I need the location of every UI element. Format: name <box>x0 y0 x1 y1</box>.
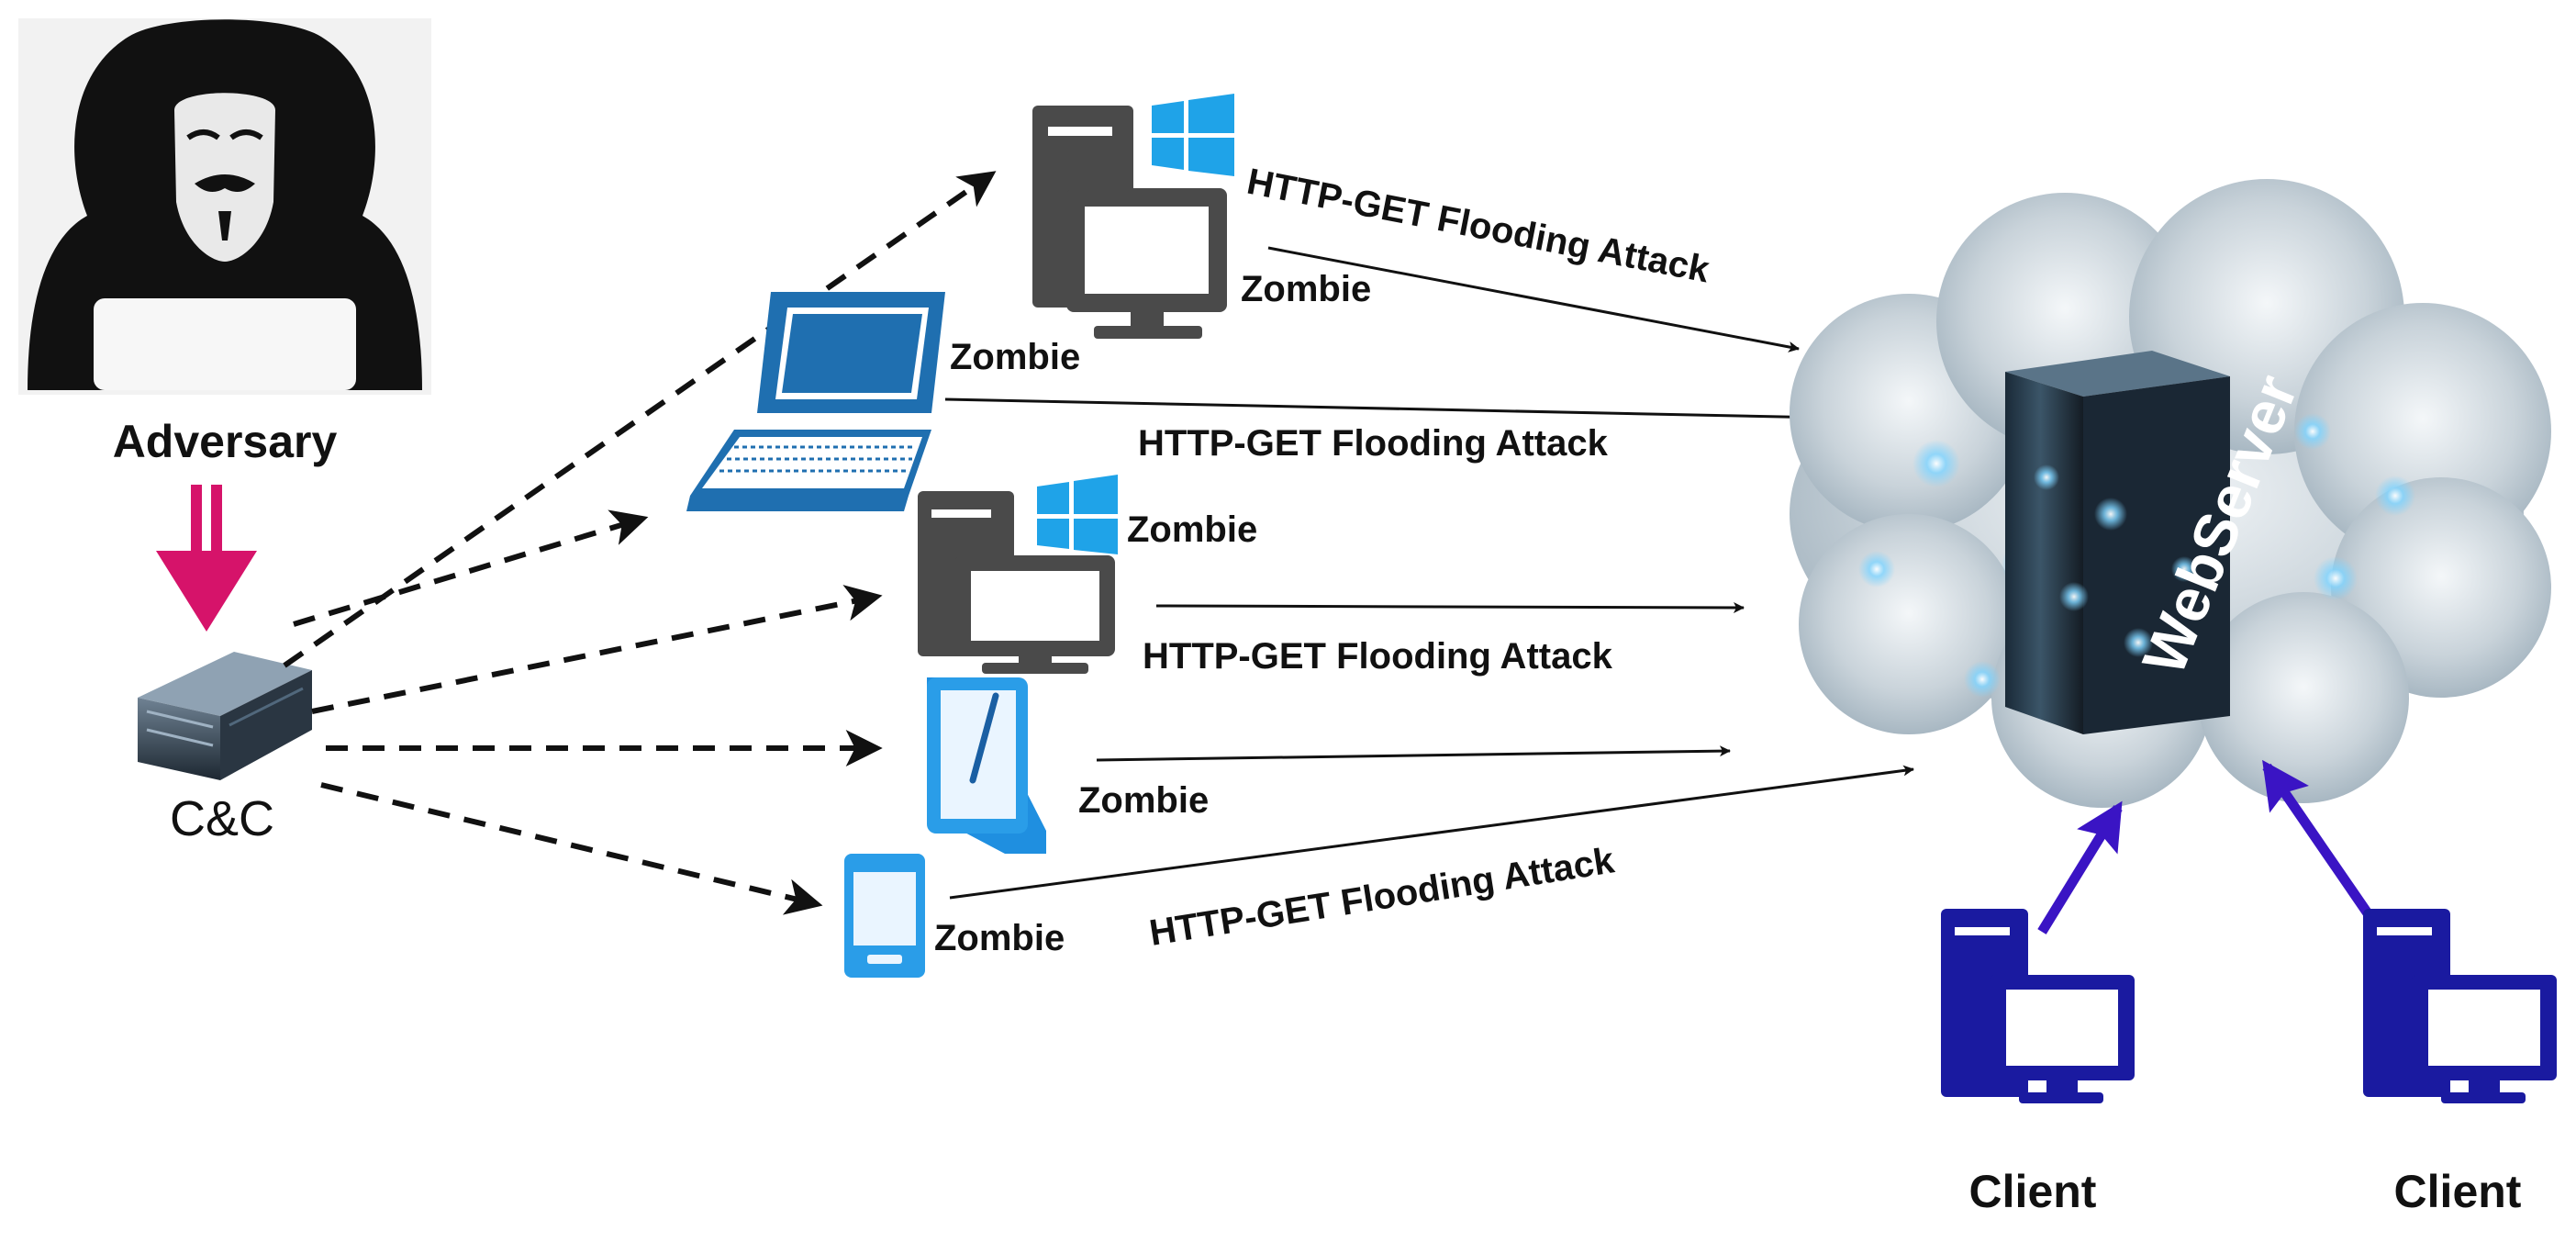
zombie-5-label: Zombie <box>934 918 1065 958</box>
zombie-1-label: Zombie <box>1241 269 1371 309</box>
zombie-3-label: Zombie <box>1127 509 1257 550</box>
adversary-label: Adversary <box>113 416 338 467</box>
cc-to-zombie-2-arrow <box>293 509 649 627</box>
adversary-command-arrow <box>156 485 257 632</box>
web-server-tower-icon <box>2005 351 2230 734</box>
cloud-icon <box>1790 179 2551 808</box>
zombie-2-label: Zombie <box>950 337 1080 377</box>
adversary-hacker-icon <box>18 18 431 395</box>
attack-2-label: HTTP-GET Flooding Attack <box>1138 423 1609 464</box>
client-2-arrow <box>2262 759 2372 917</box>
attack-3-label: HTTP-GET Flooding Attack <box>1143 636 1613 677</box>
client-2-label: Client <box>2394 1166 2522 1217</box>
cc-command-arrows <box>283 171 997 915</box>
zombie-4-tablet-icon <box>927 677 1046 854</box>
zombie-4-label: Zombie <box>1078 780 1209 821</box>
zombie-3-windows-logo-icon <box>1037 475 1118 554</box>
attack-4-label: HTTP-GET Flooding Attack <box>1147 840 1618 954</box>
attack-arrow-3 <box>1155 601 1745 613</box>
attack-arrow-4 <box>1096 745 1731 762</box>
cc-to-zombie-1-arrow <box>283 171 997 668</box>
client-1-label: Client <box>1969 1166 2097 1217</box>
zombie-2-laptop-icon <box>686 292 945 511</box>
cc-to-zombie-5-arrow <box>320 782 823 915</box>
client-1-desktop-icon <box>1941 909 2135 1103</box>
zombie-1-windows-logo-icon <box>1152 94 1234 176</box>
attack-arrow-5 <box>949 765 1914 900</box>
client-1-arrow <box>2037 800 2123 934</box>
cc-label: C&C <box>170 791 274 846</box>
zombie-1-desktop-icon <box>1032 106 1227 339</box>
client-2-desktop-icon <box>2363 909 2557 1103</box>
cc-to-zombie-3-arrow <box>311 585 883 714</box>
attack-arrows <box>944 246 1914 900</box>
zombie-5-smartphone-icon <box>844 854 925 978</box>
attack-arrow-2 <box>944 397 1827 423</box>
zombie-3-desktop-icon <box>918 491 1115 674</box>
attack-arrow-1 <box>1267 246 1800 352</box>
cc-server-icon <box>138 652 312 780</box>
